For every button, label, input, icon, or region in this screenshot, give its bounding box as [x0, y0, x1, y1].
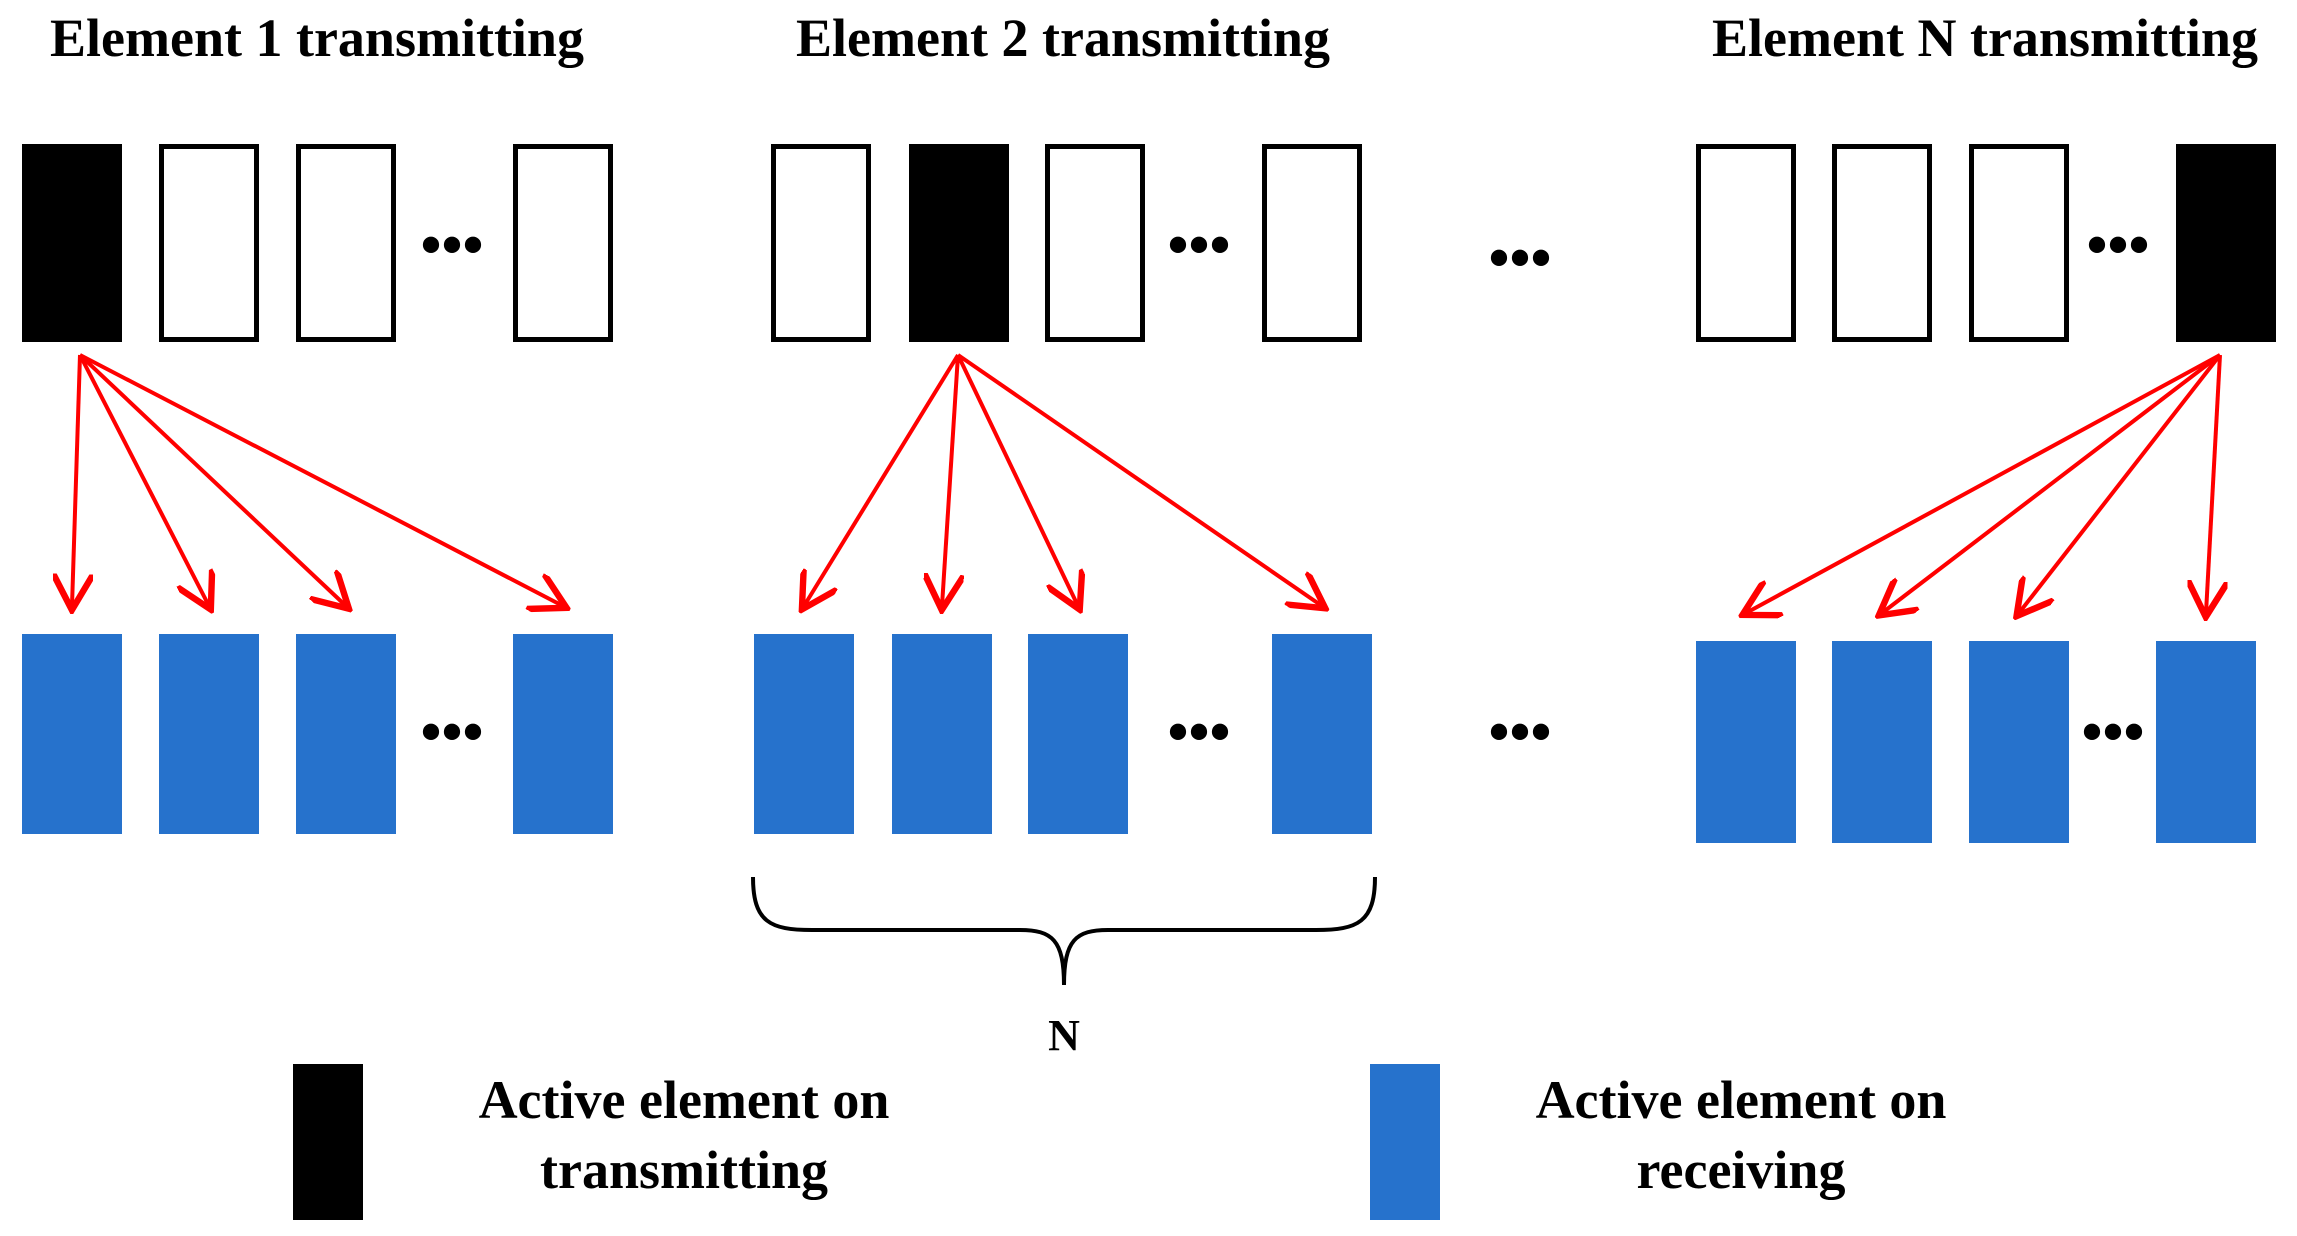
arrows: [72, 353, 2222, 613]
group-3-receive-element-2: [1832, 641, 1932, 843]
receive-rows: [22, 634, 2256, 843]
group-3-receive-element-1: [1696, 641, 1796, 843]
between-groups-ellipsis-bottom: •••: [1488, 699, 1551, 765]
group-1-receive-element-1: [22, 634, 122, 834]
group-3-transmit-element-1: [1696, 144, 1796, 342]
legend-transmit-line2: transmitting: [540, 1140, 828, 1200]
group-2-receive-element-1: [754, 634, 854, 834]
brace-label: N: [1048, 1011, 1080, 1060]
receive-group-brace: [751, 876, 1377, 986]
group-2-transmit-element-4: [1262, 144, 1362, 342]
transmit-ellipsis-2: •••: [1167, 212, 1230, 278]
group-2-arrow-4: [956, 353, 1322, 606]
legend-receive-line2: receiving: [1637, 1140, 1846, 1200]
group-2-receive-element-2: [892, 634, 992, 834]
group-3-transmit-element-active: [2176, 144, 2276, 342]
group-2-title: Element 2 transmitting: [796, 8, 1330, 68]
transmit-ellipsis-1: •••: [420, 212, 483, 278]
group-1-transmit-element-3: [296, 144, 396, 342]
group-3-arrow-3: [2019, 353, 2222, 613]
group-n-title: Element N transmitting: [1712, 8, 2258, 68]
group-2-receive-element-3: [1028, 634, 1128, 834]
group-1-transmit-element-4: [513, 144, 613, 342]
receive-ellipsis-1: •••: [420, 699, 483, 765]
group-2-transmit-element-active: [909, 144, 1009, 342]
legend-receive-line1: Active element on: [1536, 1070, 1947, 1130]
transmit-rows: [22, 144, 2276, 342]
group-2-arrow-2: [942, 354, 958, 606]
group-2-arrow-3: [956, 354, 1078, 606]
group-3-arrow-2: [1882, 353, 2222, 613]
group-1-receive-element-4: [513, 634, 613, 834]
group-1-arrow-3: [78, 353, 346, 606]
legend-transmit-swatch: [293, 1064, 363, 1220]
group-3-arrow-4: [2206, 354, 2220, 613]
group-3-arrow-1: [1746, 353, 2221, 613]
group-3-receive-element-3: [1969, 641, 2069, 843]
receive-ellipsis-n: •••: [2081, 699, 2144, 765]
legend-transmit-line1: Active element on: [479, 1070, 890, 1130]
group-1-arrow-2: [78, 354, 209, 606]
group-1-receive-element-2: [159, 634, 259, 834]
group-3-transmit-element-3: [1969, 144, 2069, 342]
group-1-arrow-1: [72, 354, 80, 606]
receive-ellipsis-2: •••: [1167, 699, 1230, 765]
group-2-receive-element-4: [1272, 634, 1372, 834]
group-1-transmit-element-active: [22, 144, 122, 342]
between-groups-ellipsis-top: •••: [1488, 225, 1551, 291]
group-1-title: Element 1 transmitting: [50, 8, 584, 68]
transmit-ellipsis-n: •••: [2086, 212, 2149, 278]
group-1-receive-element-3: [296, 634, 396, 834]
group-3-transmit-element-2: [1832, 144, 1932, 342]
group-3-receive-element-4: [2156, 641, 2256, 843]
legend-receive-swatch: [1370, 1064, 1440, 1220]
group-2-transmit-element-1: [771, 144, 871, 342]
group-2-arrow-1: [804, 353, 960, 606]
group-1-transmit-element-2: [159, 144, 259, 342]
group-1-arrow-4: [79, 353, 563, 606]
group-2-transmit-element-3: [1045, 144, 1145, 342]
